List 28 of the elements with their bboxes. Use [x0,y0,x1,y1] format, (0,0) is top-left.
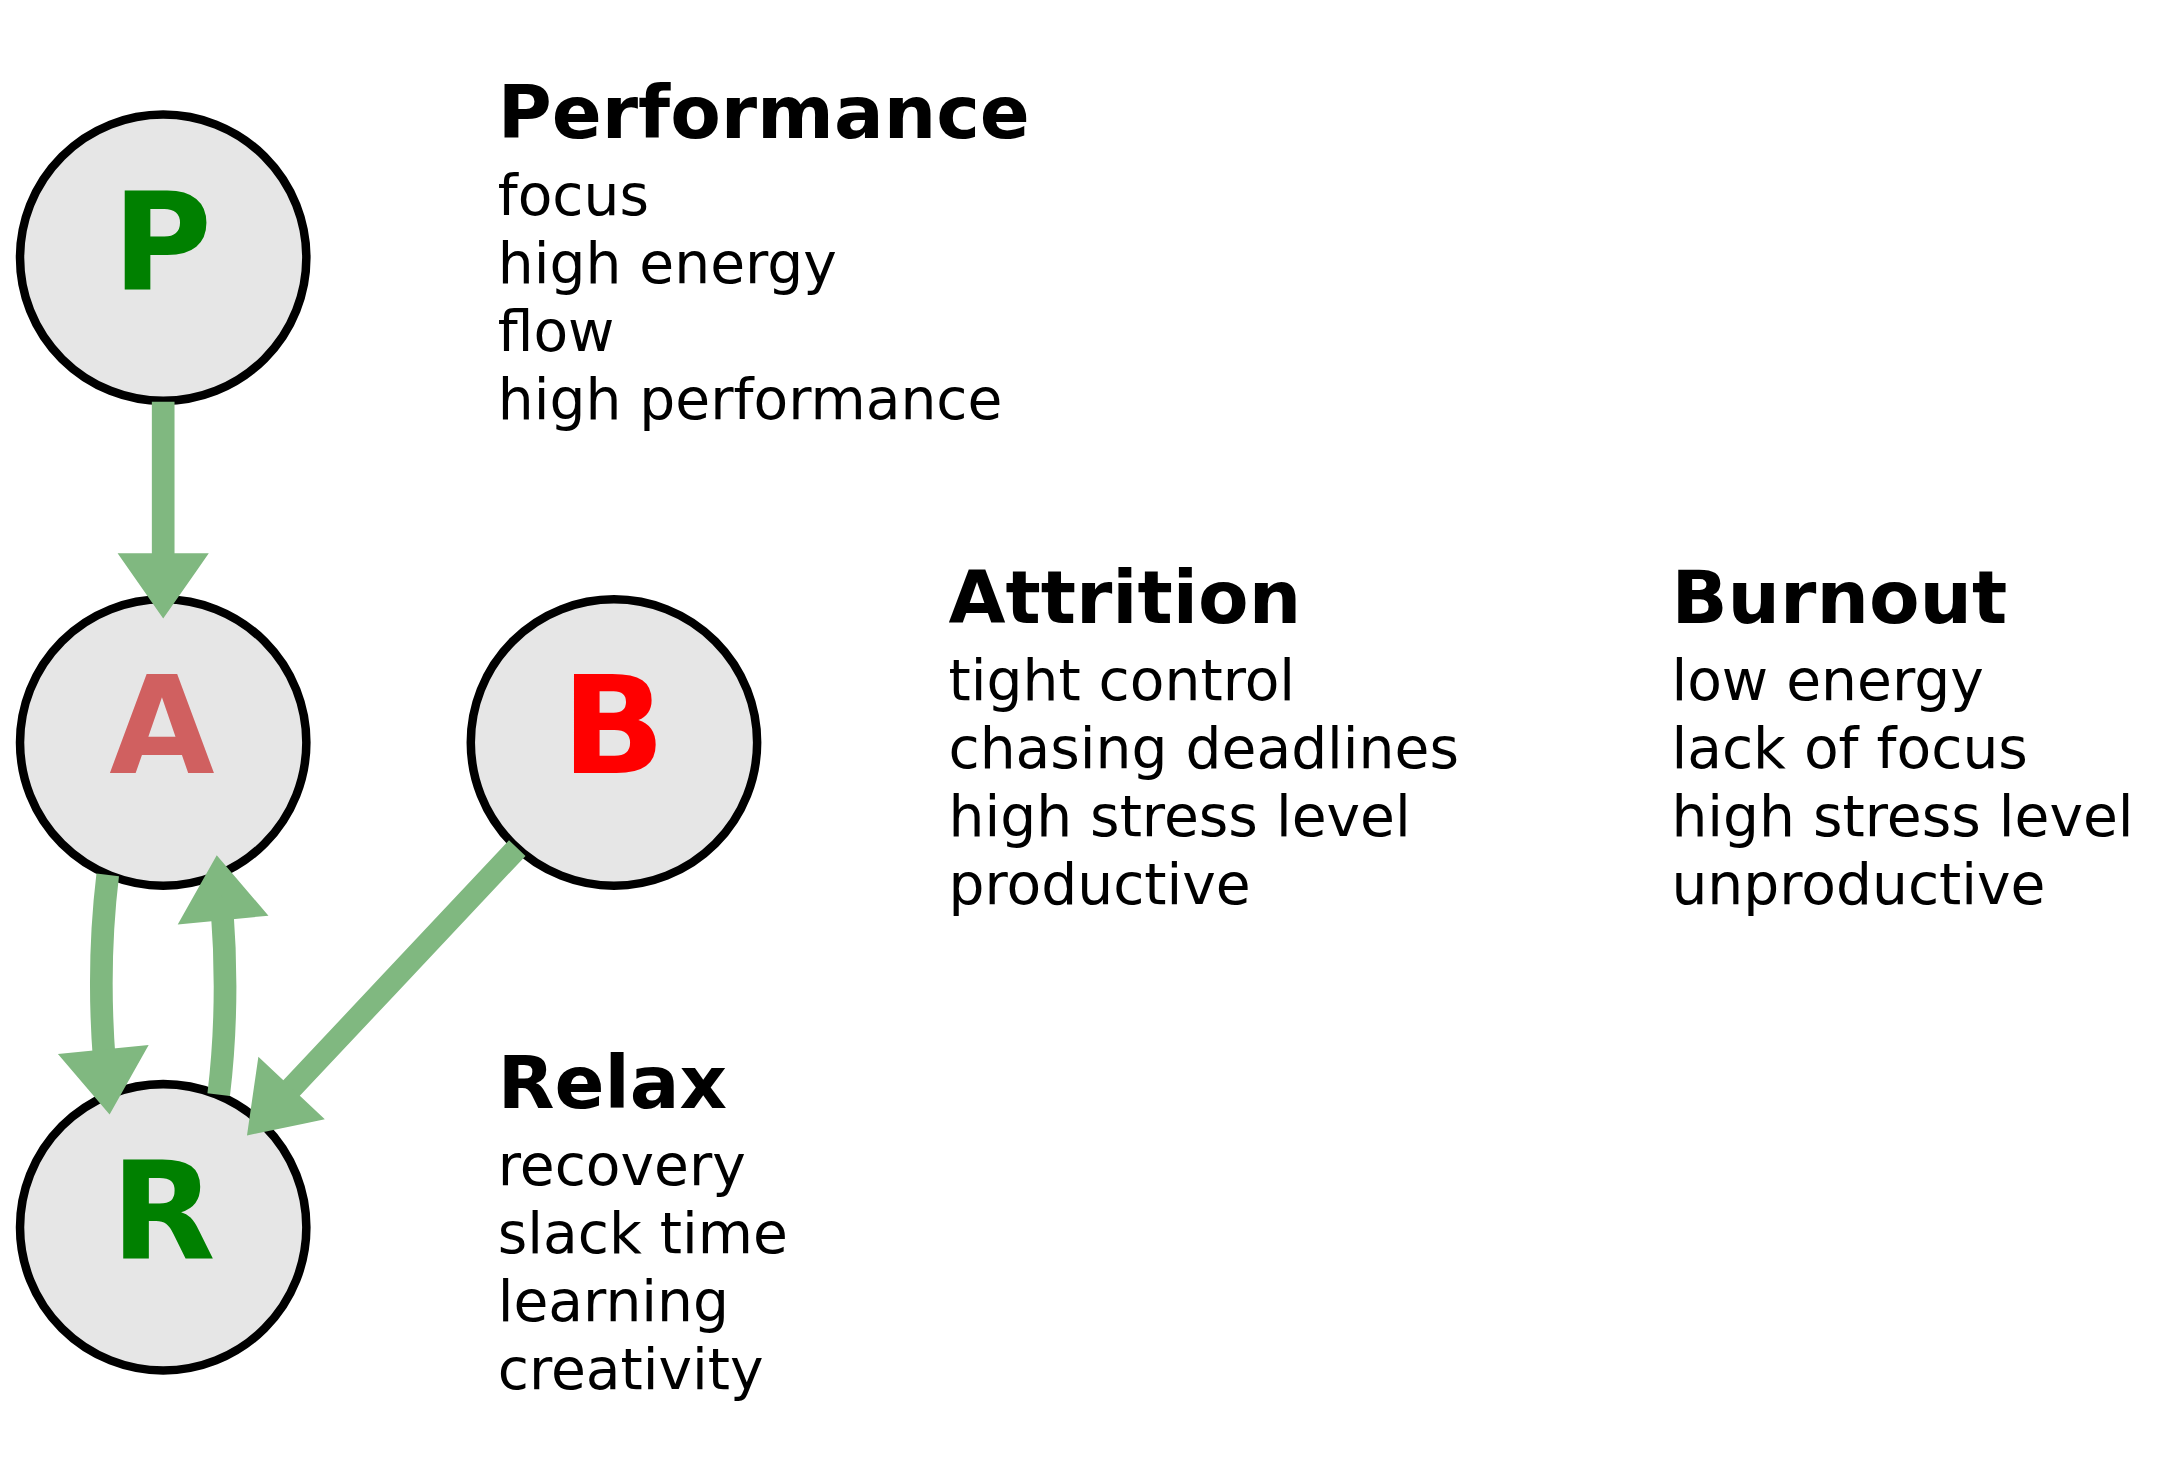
arrow [246,839,526,1135]
node-label: Relax [497,1039,728,1125]
node-label: low energy [1671,646,1984,713]
node-label: lack of focus [1671,714,2028,781]
node-circle: A [15,594,311,890]
node-label: focus [497,161,650,228]
node-label: tight control [948,646,1296,713]
node-label: unproductive [1671,850,2046,917]
node-circle: B [466,594,762,890]
node-label: slack time [497,1199,788,1266]
node-label: creativity [497,1335,764,1402]
node-label: high performance [497,365,1003,432]
node-circle: P [15,109,311,405]
arrow [57,873,149,1114]
node-label: flow [497,297,615,364]
node-label: high stress level [948,782,1411,849]
node-label: chasing deadlines [948,714,1459,781]
node-label: Burnout [1671,554,2008,640]
node-label: Attrition [948,554,1302,640]
node-label: high energy [497,229,837,296]
node-label: Performance [497,69,1030,155]
node-circle: R [15,1079,311,1375]
arrow [117,401,209,618]
node-label: productive [948,850,1251,917]
node-label: high stress level [1671,782,2134,849]
arrow [177,854,269,1096]
node-label: recovery [497,1131,746,1198]
node-label: learning [497,1267,729,1334]
